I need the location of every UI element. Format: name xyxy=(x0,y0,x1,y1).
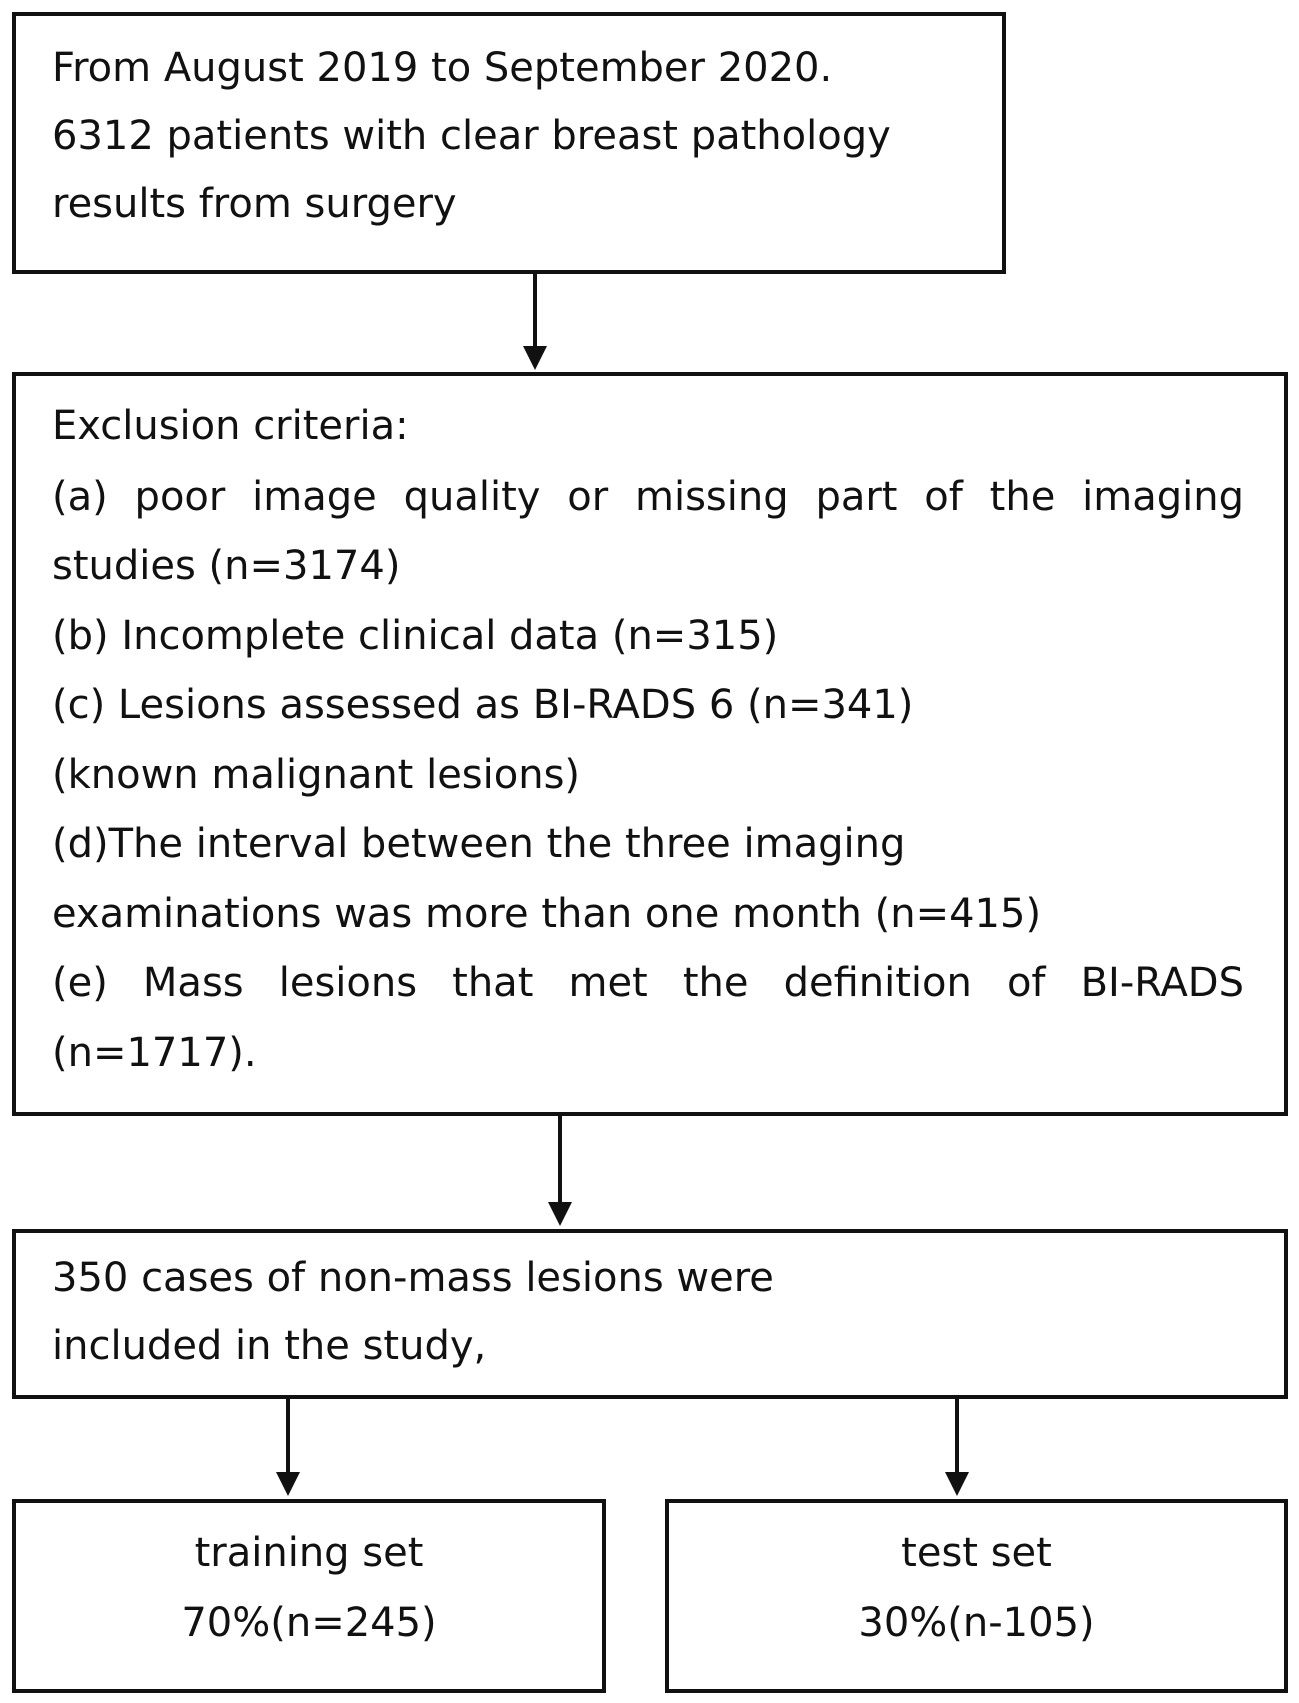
included-line-2: included in the study, xyxy=(52,1323,487,1369)
exclusion-line-b: (b) Incomplete clinical data (n=315) xyxy=(52,613,779,659)
start-line-2: 6312 patients with clear breast patholog… xyxy=(52,113,891,159)
test-set-value: 30%(n-105) xyxy=(858,1600,1095,1646)
arrowhead-included-to-training xyxy=(276,1472,300,1496)
start-line-3: results from surgery xyxy=(52,181,457,227)
exclusion-line-a1: (a) poor image quality or missing part o… xyxy=(52,474,1244,520)
exclusion-title: Exclusion criteria: xyxy=(52,403,409,449)
test-set-label: test set xyxy=(901,1530,1052,1576)
arrowhead-exclusion-to-included xyxy=(548,1202,572,1226)
training-set-box: training set 70%(n=245) xyxy=(12,1499,606,1693)
exclusion-line-c1: (c) Lesions assessed as BI-RADS 6 (n=341… xyxy=(52,682,914,728)
training-set-value: 70%(n=245) xyxy=(181,1600,437,1646)
included-line-1: 350 cases of non-mass lesions were xyxy=(52,1255,774,1301)
exclusion-line-a2: studies (n=3174) xyxy=(52,543,401,589)
exclusion-line-e2: (n=1717). xyxy=(52,1030,257,1076)
arrowhead-start-to-exclusion xyxy=(523,346,547,370)
arrowhead-included-to-test xyxy=(945,1472,969,1496)
exclusion-line-d1: (d)The interval between the three imagin… xyxy=(52,821,906,867)
training-set-label: training set xyxy=(194,1530,424,1576)
exclusion-criteria-box: Exclusion criteria: (a) poor image quali… xyxy=(12,372,1288,1116)
included-cases-box: 350 cases of non-mass lesions were inclu… xyxy=(12,1229,1288,1399)
exclusion-line-d2: examinations was more than one month (n=… xyxy=(52,891,1042,937)
test-set-box: test set 30%(n-105) xyxy=(665,1499,1288,1693)
start-population-box: From August 2019 to September 2020. 6312… xyxy=(12,12,1006,274)
start-line-1: From August 2019 to September 2020. xyxy=(52,45,833,91)
exclusion-line-c2: (known malignant lesions) xyxy=(52,752,581,798)
exclusion-line-e1: (e) Mass lesions that met the definition… xyxy=(52,960,1244,1006)
